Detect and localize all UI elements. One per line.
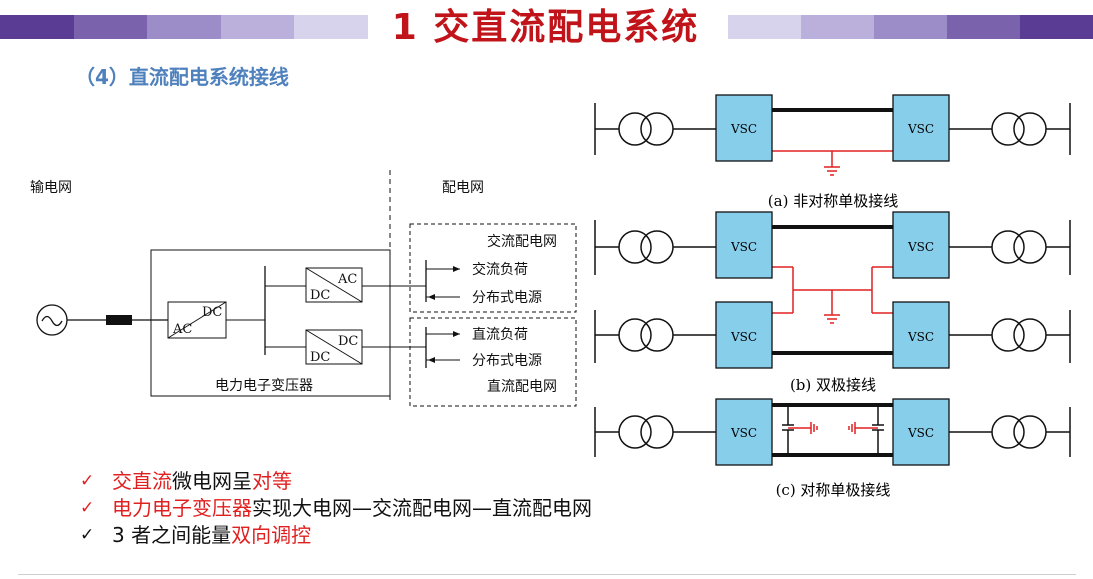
vsc-block [892,211,950,279]
dc-source-label: 分布式电源 [472,353,542,369]
transmission-label: 输电网 [30,180,72,196]
conv3-bottom: DC [310,350,330,365]
pet-label: 电力电子变压器 [215,378,313,394]
stripe-seg [147,15,221,39]
vsc-block [892,398,950,466]
caption-c: (c) 对称单极接线 [776,481,891,499]
bullet-text-red: 电力电子变压器 [112,496,252,520]
page-title: 1 交直流配电系统 [391,7,700,48]
ac-source-label: 分布式电源 [472,290,542,306]
bullet-item: ✓ 电力电子变压器 实现大电网—交流配电网—直流配电网 [80,495,592,522]
ac-network-box [409,223,577,313]
bullet-text: 3 者之间能量 [112,523,232,547]
config-c [594,403,1071,457]
caption-a: (a) 非对称单极接线 [768,192,898,210]
ac-load-label: 交流负荷 [472,261,528,278]
footer-divider [18,574,1076,575]
stripe-seg [728,15,801,39]
section-subtitle: （4）直流配电系统接线 [75,65,289,89]
bullet-list: ✓ 交直流 微电网呈 对等 ✓ 电力电子变压器 实现大电网—交流配电网—直流配电… [80,468,592,549]
stripe-seg [947,15,1020,39]
bullet-text: 微电网呈 [172,469,252,493]
dc-network-box [409,317,577,407]
vsc-label: VSC [907,240,934,254]
check-icon: ✓ [80,498,95,518]
bullet-text: 实现大电网—交流配电网—直流配电网 [252,496,592,520]
config-a [594,103,1071,155]
bullet-item: ✓ 交直流 微电网呈 对等 [80,468,592,495]
stripe-seg [1020,15,1093,39]
conv1-bottom: AC [172,322,192,337]
dc-network-title: 直流配电网 [487,378,557,395]
vsc-block [715,211,773,279]
dc-wiring-diagrams: VSC VSC (a) 非对称单极接线 VSC VSC VSC VSC (b) [594,94,1071,499]
bullet-text-red: 对等 [252,469,292,493]
vsc-label: VSC [907,426,934,440]
vsc-block [715,301,773,369]
check-icon: ✓ [80,525,95,545]
vsc-block [715,398,773,466]
conv2-top: AC [337,272,357,287]
arrow-out [453,331,460,337]
vsc-label: VSC [730,122,757,136]
header-stripe-left [0,15,368,39]
converter-dc-ac [305,267,363,303]
stripe-seg [874,15,947,39]
vsc-block [715,94,773,162]
vsc-block [892,94,950,162]
stripe-seg [294,15,368,39]
bullet-text-red: 交直流 [112,469,172,493]
conv3-top: DC [338,334,358,349]
distribution-label: 配电网 [442,180,484,196]
ac-network-title: 交流配电网 [487,233,557,250]
stripe-seg [0,15,74,39]
bullet-text-red: 双向调控 [231,523,312,547]
arrow-in [428,357,435,363]
arrow-out [453,266,460,272]
vsc-label: VSC [907,122,934,136]
conv1-top: DC [202,305,222,320]
config-b [594,220,1071,363]
stripe-seg [73,15,148,39]
vsc-block [892,301,950,369]
caption-b: (b) 双极接线 [790,376,876,394]
arrow-in [428,294,435,300]
vsc-label: VSC [907,330,934,344]
header-stripe-right [728,15,1093,39]
cable-block [106,315,132,325]
vsc-label: VSC [730,426,757,440]
dc-load-label: 直流负荷 [472,326,528,343]
stripe-seg [220,15,295,39]
check-icon: ✓ [80,471,95,491]
sine-wave [41,315,63,327]
pet-system-diagram: 输电网 配电网 DC AC AC DC DC DC 电力电子变压器 交流配电网 … [30,170,577,407]
conv2-bottom: DC [310,288,330,303]
vsc-label: VSC [730,240,757,254]
stripe-seg [801,15,874,39]
bullet-item: ✓ 3 者之间能量 双向调控 [80,522,592,549]
vsc-label: VSC [730,330,757,344]
